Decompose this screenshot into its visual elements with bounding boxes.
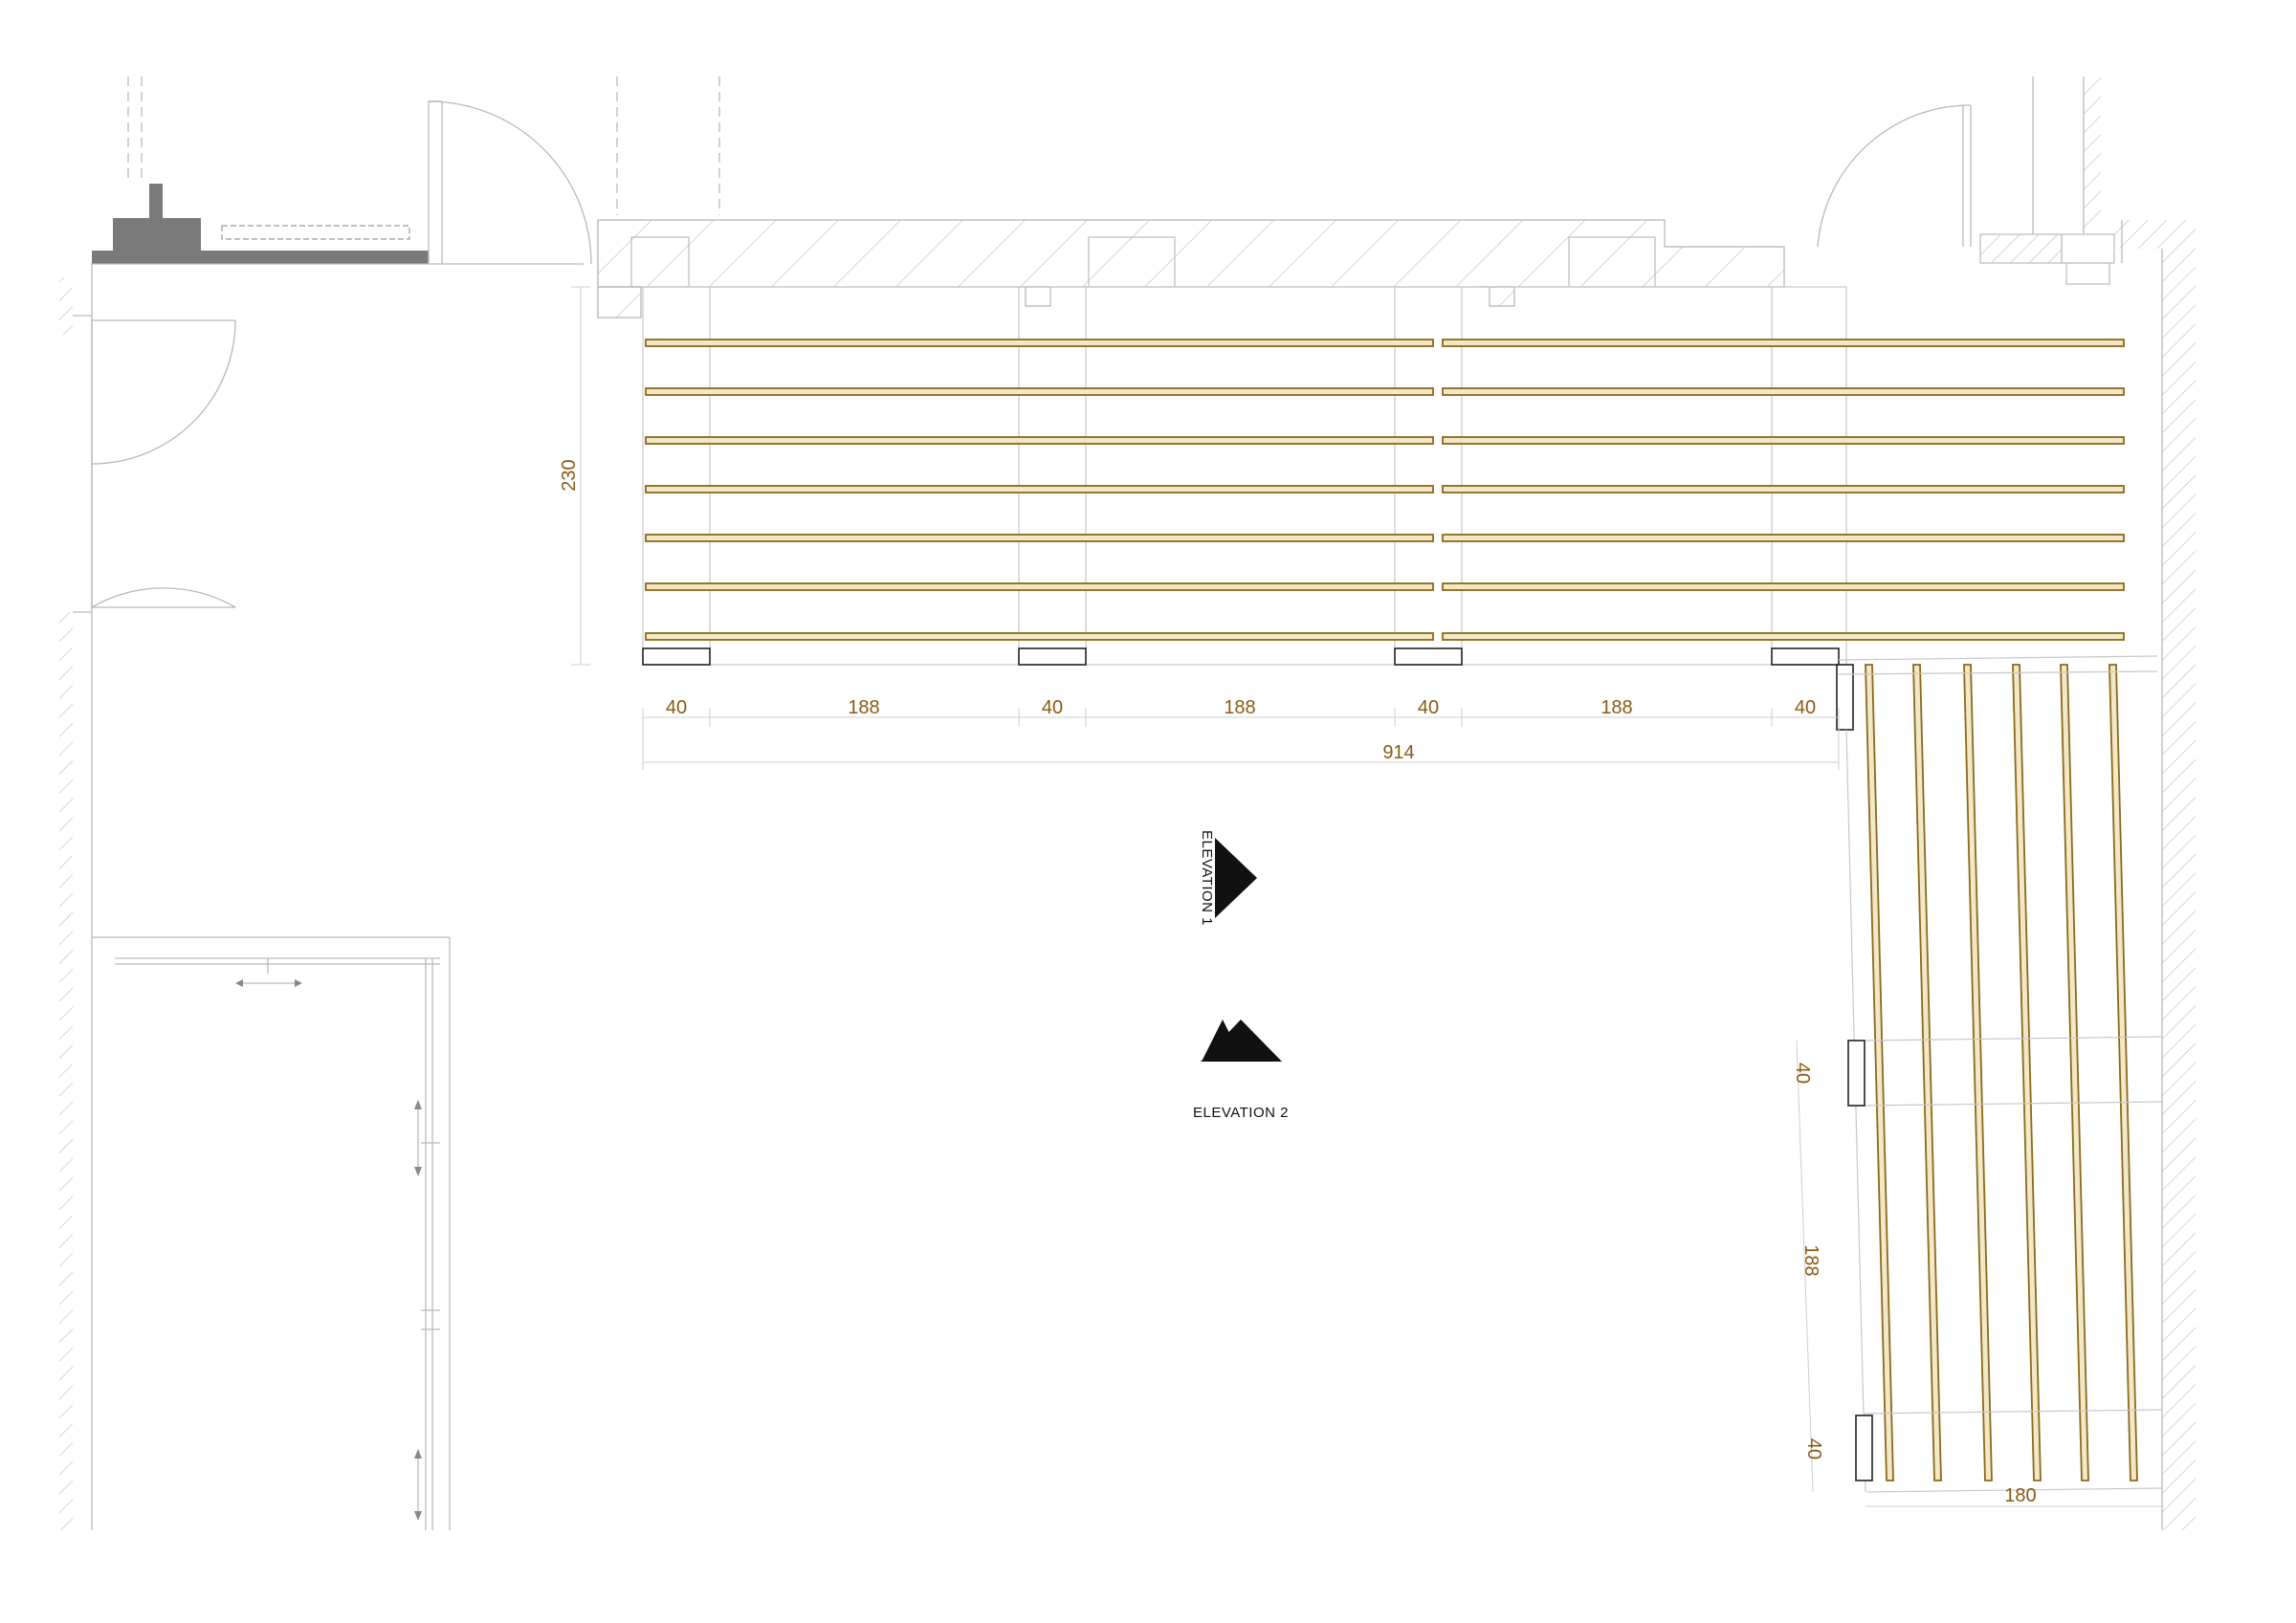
dim-h-1: 40 <box>666 697 687 718</box>
dim-height: 230 <box>559 459 580 491</box>
horizontal-shelf-board <box>1442 339 2125 347</box>
horizontal-shelf-board <box>645 632 1434 641</box>
horizontal-dimension-labels: 40 188 40 188 40 188 40 914 <box>666 697 1816 763</box>
horizontal-shelf-board <box>645 436 1434 445</box>
horizontal-shelf-board <box>1442 436 2125 445</box>
dimension-lines <box>571 286 2164 1507</box>
dim-h-5: 40 <box>1418 697 1439 718</box>
horizontal-shelves <box>645 339 2125 641</box>
dim-h-7: 40 <box>1795 697 1816 718</box>
horizontal-shelf-board <box>1442 632 2125 641</box>
horizontal-shelf-board <box>1442 534 2125 542</box>
dim-h-total: 914 <box>1382 742 1414 763</box>
horizontal-shelf-board <box>645 582 1434 591</box>
right-wall-structure <box>1979 77 2196 1530</box>
elevation-1-marker: ELEVATION 1 <box>1199 830 1257 926</box>
left-wall-structure <box>59 77 720 1530</box>
top-right-door <box>1817 104 1972 248</box>
vertical-shelf-board <box>1963 664 1993 1481</box>
vertical-shelf-board <box>2012 664 2042 1481</box>
horizontal-shelf-board <box>645 485 1434 493</box>
vertical-dimension-labels: 40 188 40 180 <box>1792 1063 2037 1506</box>
elevation-2-label: ELEVATION 2 <box>1193 1105 1289 1121</box>
dim-h-6: 188 <box>1601 697 1632 718</box>
vertical-shelf-board <box>1865 664 1894 1481</box>
dim-v-width: 180 <box>2004 1485 2036 1506</box>
dim-v-2: 188 <box>1800 1244 1821 1276</box>
elevation-1-arrow-icon <box>1215 838 1257 918</box>
top-hatched-wall <box>597 219 1785 318</box>
vertical-shelving-unit <box>1838 655 2163 1493</box>
dim-v-1: 40 <box>1792 1063 1813 1084</box>
dim-h-3: 40 <box>1042 697 1063 718</box>
dim-h-2: 188 <box>848 697 879 718</box>
vertical-shelf-board <box>2108 664 2138 1481</box>
vertical-shelves <box>1865 664 2138 1481</box>
dim-h-4: 188 <box>1224 697 1255 718</box>
horizontal-shelf-board <box>1442 387 2125 396</box>
horizontal-shelf-board <box>645 387 1434 396</box>
horizontal-shelf-board <box>645 339 1434 347</box>
horizontal-shelf-board <box>645 534 1434 542</box>
horizontal-shelf-board <box>1442 582 2125 591</box>
horizontal-shelving-unit <box>642 286 1847 666</box>
horizontal-uprights <box>642 647 1854 731</box>
elevation-1-label: ELEVATION 1 <box>1199 830 1215 926</box>
dim-v-3: 40 <box>1803 1438 1824 1459</box>
elevation-2-marker: ELEVATION 2 <box>1193 1020 1289 1121</box>
horizontal-shelf-board <box>1442 485 2125 493</box>
vertical-shelf-board <box>1912 664 1942 1481</box>
vertical-shelf-board <box>2060 664 2089 1481</box>
